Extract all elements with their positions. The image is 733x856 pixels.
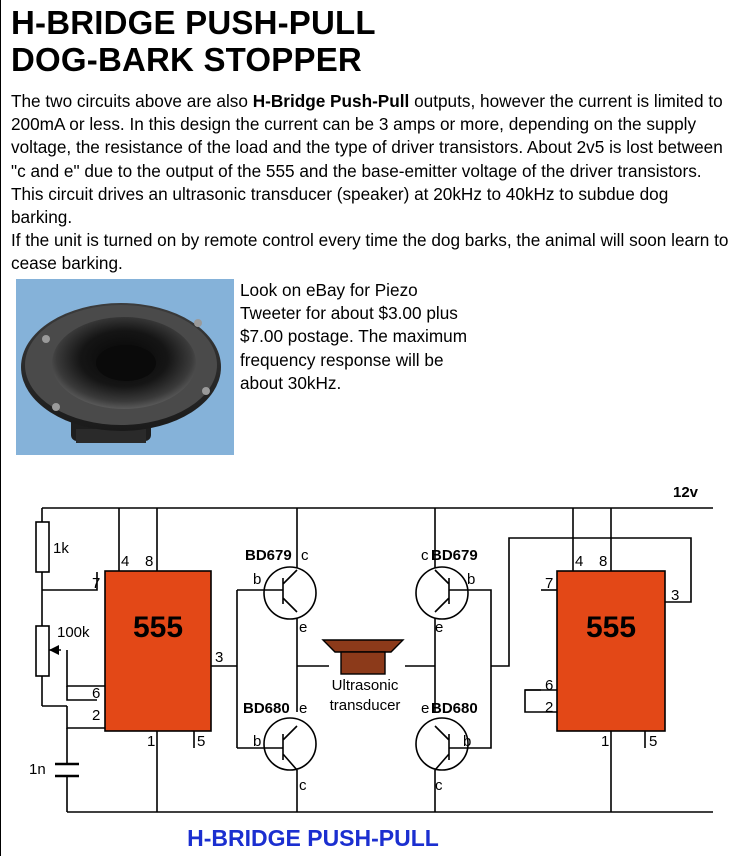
transducer-label-2: transducer	[330, 697, 401, 714]
schematic-caption: H-BRIDGE PUSH-PULL	[187, 825, 439, 851]
tweeter-image	[21, 303, 221, 443]
svg-text:b: b	[253, 733, 261, 750]
transistor-right-top	[415, 566, 469, 620]
svg-text:c: c	[435, 777, 443, 794]
intro-seg-1: The two circuits above are also	[11, 91, 253, 111]
svg-text:b: b	[253, 571, 261, 588]
svg-text:1: 1	[147, 733, 155, 750]
ic-555-right	[556, 570, 666, 732]
product-note: Look on eBay for Piezo Tweeter for about…	[240, 280, 468, 393]
ic-555-right-label: 555	[586, 611, 636, 644]
svg-text:4: 4	[121, 553, 129, 570]
title-line-1: H-BRIDGE PUSH-PULL	[11, 4, 376, 41]
svg-text:e: e	[435, 619, 443, 636]
capacitor-1n	[55, 762, 79, 778]
transducer-label-1: Ultrasonic	[332, 677, 399, 694]
svg-text:c: c	[421, 547, 429, 564]
pot-label: 100k	[57, 624, 90, 641]
cap-label: 1n	[29, 761, 46, 778]
svg-text:4: 4	[575, 553, 583, 570]
intro-bold-term: H-Bridge Push-Pull	[252, 91, 410, 111]
svg-text:BD680: BD680	[243, 700, 290, 717]
svg-text:e: e	[421, 700, 429, 717]
svg-text:5: 5	[197, 733, 205, 750]
svg-text:c: c	[299, 777, 307, 794]
svg-text:1: 1	[601, 733, 609, 750]
ic-555-left	[104, 570, 212, 732]
svg-text:2: 2	[545, 699, 553, 716]
svg-text:2: 2	[92, 707, 100, 724]
title-line-2: DOG-BARK STOPPER	[11, 41, 362, 78]
resistor-1k	[35, 521, 50, 573]
intro-paragraph-2: If the unit is turned on by remote contr…	[11, 230, 729, 274]
intro-text: The two circuits above are also H-Bridge…	[11, 90, 733, 276]
svg-text:e: e	[299, 619, 307, 636]
svg-text:3: 3	[671, 587, 679, 604]
h-bridge-schematic: 555 555 12v 1k 100k	[29, 484, 713, 851]
svg-text:8: 8	[145, 553, 153, 570]
piezo-tweeter-photo	[16, 279, 234, 455]
transistor-left-bottom	[263, 717, 317, 771]
ultrasonic-transducer	[321, 639, 405, 675]
svg-text:e: e	[299, 700, 307, 717]
svg-text:BD679: BD679	[431, 547, 478, 564]
svg-text:BD679: BD679	[245, 547, 292, 564]
svg-text:BD680: BD680	[431, 700, 478, 717]
r1-label: 1k	[53, 540, 69, 557]
svg-text:6: 6	[92, 685, 100, 702]
svg-text:3: 3	[215, 649, 223, 666]
svg-text:7: 7	[545, 575, 553, 592]
transistor-left-top	[263, 566, 317, 620]
page-title: H-BRIDGE PUSH-PULL DOG-BARK STOPPER	[11, 4, 376, 78]
transistor-right-bottom	[415, 717, 469, 771]
svg-text:5: 5	[649, 733, 657, 750]
svg-text:6: 6	[545, 677, 553, 694]
svg-text:b: b	[467, 571, 475, 588]
supply-label: 12v	[673, 484, 699, 501]
intro-seg-3: outputs, however the current is limited …	[11, 91, 723, 228]
ic-555-left-label: 555	[133, 611, 183, 644]
svg-text:c: c	[301, 547, 309, 564]
potentiometer-100k	[35, 625, 50, 677]
svg-text:b: b	[463, 733, 471, 750]
svg-text:7: 7	[92, 575, 100, 592]
svg-text:8: 8	[599, 553, 607, 570]
